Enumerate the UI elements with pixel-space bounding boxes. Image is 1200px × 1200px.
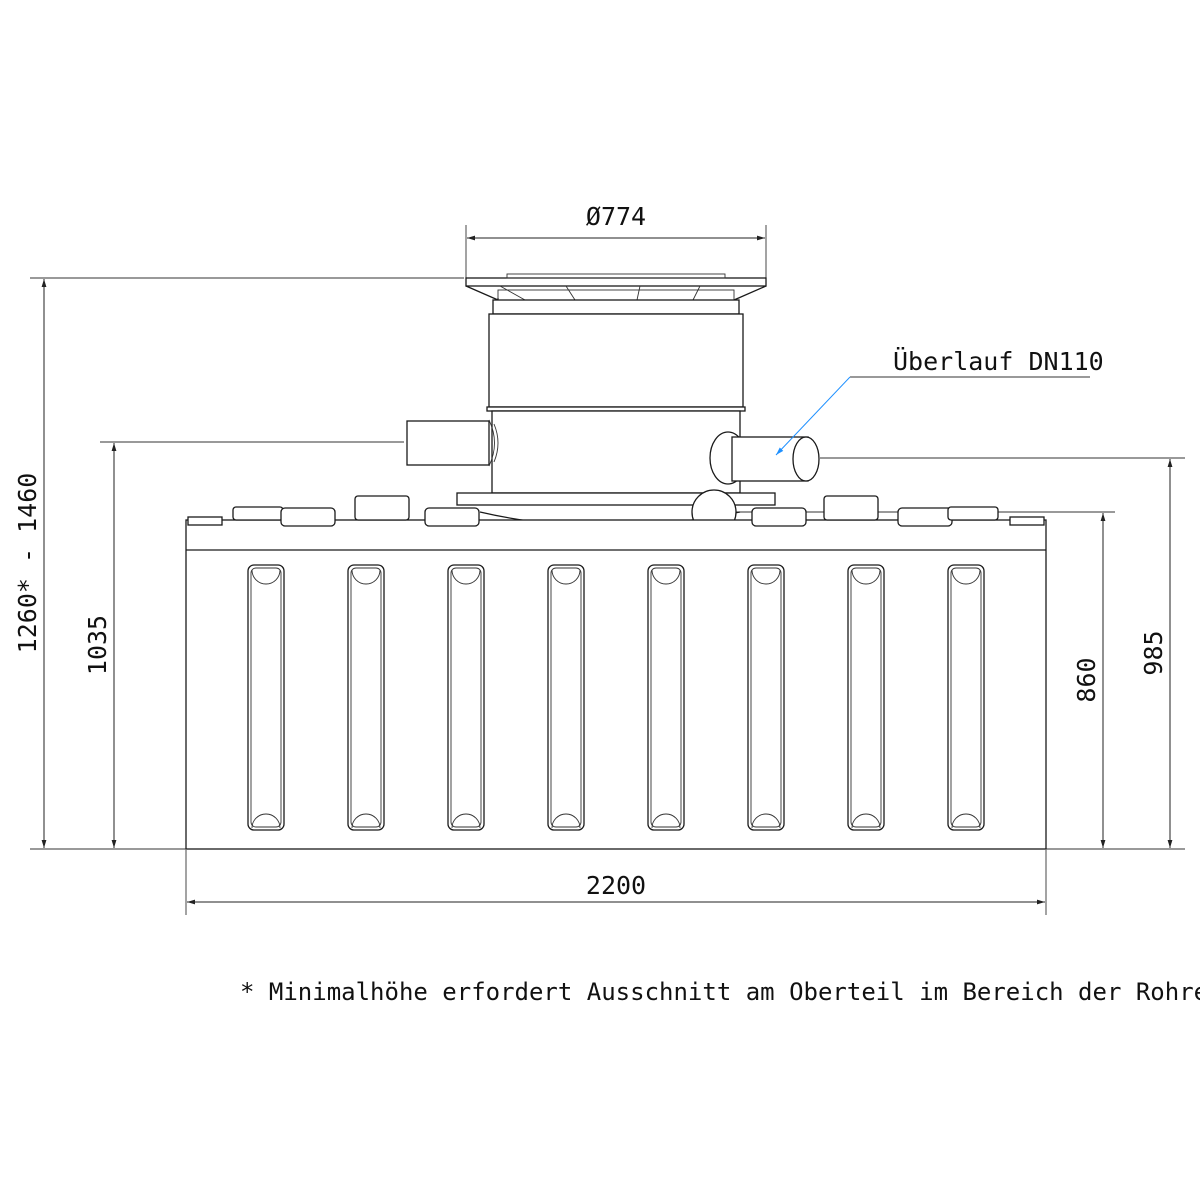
shaft-assembly [456,273,776,527]
dimension-total-height: 1260* - 1460 [13,279,47,848]
dim-label-overflow-height: 985 [1139,630,1168,675]
dimension-tank-height: 860 [1072,513,1106,848]
tank-ribs [247,564,985,831]
dim-label-diameter: Ø774 [586,202,646,231]
tank-rib [547,564,585,831]
tank-rib [247,564,285,831]
top-caps [232,495,999,527]
tank-rib [747,564,785,831]
dim-label-width: 2200 [586,871,646,900]
overflow-callout: Überlauf DN110 [775,347,1104,456]
tank-rib [947,564,985,831]
footnote: * Minimalhöhe erfordert Ausschnitt am Ob… [240,978,1200,1006]
dimension-top-diameter: Ø774 [467,202,765,241]
inlet-pipe [406,419,499,467]
tank-rib [647,564,685,831]
dim-label-total-height: 1260* - 1460 [13,473,42,654]
dimension-width: 2200 [187,871,1045,905]
dim-label-inlet-height: 1035 [83,615,112,675]
dimension-inlet-height: 1035 [83,443,117,848]
dimension-overflow-height: 985 [1139,459,1173,848]
dim-label-tank-height: 860 [1072,657,1101,702]
overflow-pipe [709,431,820,485]
callout-label: Überlauf DN110 [893,347,1104,376]
tank-rib [347,564,385,831]
tank-rib [447,564,485,831]
tank-rib [847,564,885,831]
tank-body [185,495,1047,850]
